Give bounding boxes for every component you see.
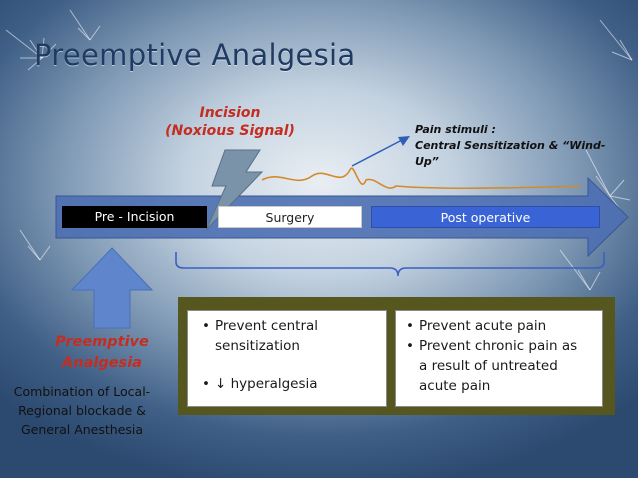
pre-incision-bar: Pre - Incision	[62, 206, 207, 228]
list-item: • Prevent central sensitization	[202, 316, 382, 356]
right-outcome-box: • Prevent acute pain • Prevent chronic p…	[395, 310, 603, 407]
pain-stimuli-line2: Central Sensitization & “Wind-	[415, 139, 606, 152]
left-outcome-box: • Prevent central sensitization • ↓ hype…	[187, 310, 387, 407]
block-up-arrow-icon	[70, 247, 154, 329]
pain-stimuli-label: Pain stimuli : Central Sensitization & “…	[415, 122, 615, 170]
bullet-icon: •	[202, 376, 210, 392]
bullet-icon: •	[406, 338, 414, 354]
list-item-text: ↓ hyperalgesia	[215, 376, 318, 392]
stimulus-arrowhead-icon	[398, 136, 410, 146]
preemptive-line1: Preemptive	[55, 334, 149, 350]
preemptive-analgesia-label: Preemptive Analgesia	[42, 332, 162, 374]
incision-label-line1: Incision	[199, 105, 261, 121]
list-item-text: Prevent central sensitization	[215, 318, 319, 354]
incision-label-line2: (Noxious Signal)	[165, 123, 295, 139]
list-item: • Prevent chronic pain as a result of un…	[406, 336, 598, 396]
list-item-text: Prevent acute pain	[419, 318, 547, 334]
bullet-icon: •	[406, 318, 414, 334]
list-item: • Prevent acute pain	[406, 316, 598, 336]
pain-stimuli-line3: Up”	[415, 155, 439, 168]
down-arrow-icon: ↓	[215, 376, 227, 392]
incision-label: Incision (Noxious Signal)	[150, 104, 310, 140]
pain-stimuli-line1: Pain stimuli :	[415, 123, 496, 136]
pain-signal-wave	[261, 167, 581, 190]
page-title: Preemptive Analgesia	[34, 38, 356, 72]
surgery-bar: Surgery	[218, 206, 362, 228]
combination-text: Combination of Local-Regional blockade &…	[13, 384, 151, 437]
preemptive-line2: Analgesia	[62, 355, 142, 371]
bullet-icon: •	[202, 318, 210, 334]
list-item: • ↓ hyperalgesia	[202, 374, 382, 394]
post-operative-bar: Post operative	[371, 206, 600, 228]
list-item-text: Prevent chronic pain as a result of untr…	[419, 338, 578, 394]
stimulus-arrow	[351, 139, 403, 167]
curly-brace-icon	[175, 252, 605, 277]
